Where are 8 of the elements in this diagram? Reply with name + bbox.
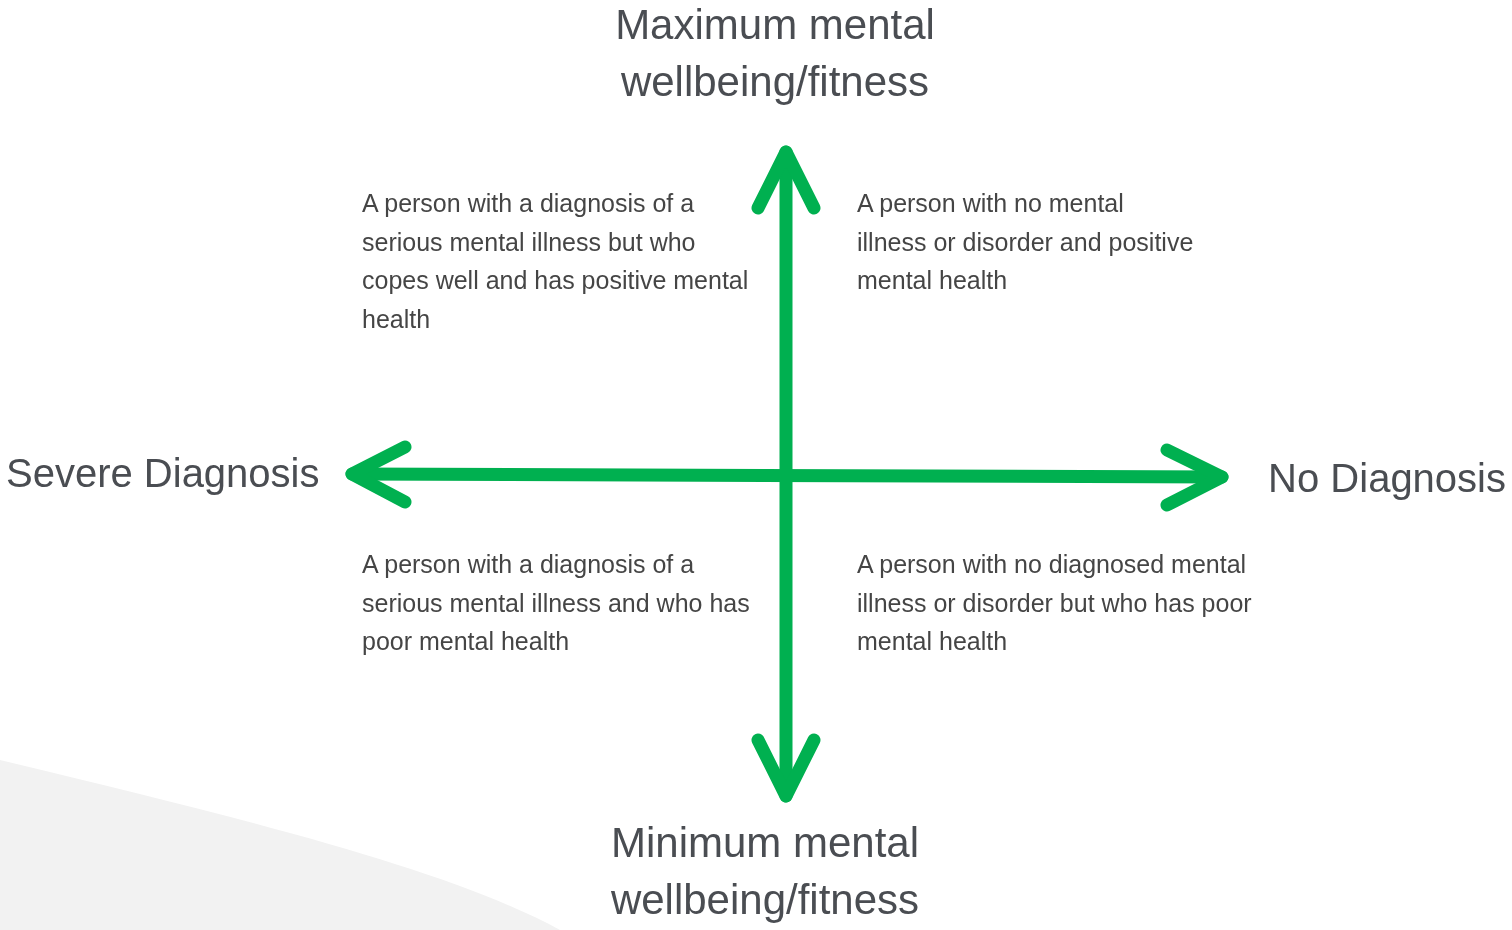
- quadrant-description: A person with a diagnosis of a serious mental illness and who has poor mental health: [362, 549, 751, 657]
- quadrant-description: A person with no diagnosed mental illness or disorder but who has poor mental health: [857, 549, 1253, 657]
- axis-end-label: No Diagnosis: [1268, 455, 1506, 502]
- quadrant-description: A person with a diagnosis of a serious mental illness but who copes well and has positive mental health: [362, 188, 750, 335]
- axis-end-label: Severe Diagnosis: [6, 450, 320, 497]
- axis-end-label: Minimum mental wellbeing/fitness: [609, 818, 921, 925]
- quadrant-description: A person with no mental illness or disorder and positive mental health: [857, 188, 1195, 296]
- axis-end-label: Maximum mental wellbeing/fitness: [614, 0, 936, 107]
